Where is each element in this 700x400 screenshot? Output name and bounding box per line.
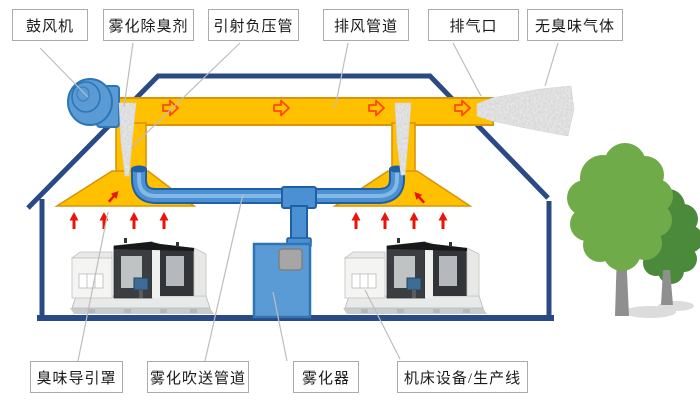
up-arrow-icon xyxy=(129,212,139,229)
clean-gas-plume xyxy=(476,85,575,137)
blower xyxy=(67,78,120,128)
label-ejector-pipe: 引射负压管 xyxy=(208,9,299,41)
atomizer-panel xyxy=(278,248,303,271)
label-text: 排气口 xyxy=(449,18,498,35)
cnc-machine-left xyxy=(69,237,215,315)
mist-blow-pipe xyxy=(131,165,405,248)
mist-column-left xyxy=(118,102,137,177)
up-arrow-icon xyxy=(69,212,79,229)
label-text: 鼓风机 xyxy=(25,18,74,35)
up-arrow-icon xyxy=(380,212,390,229)
label-exhaust-outlet: 排气口 xyxy=(428,9,519,41)
label-text: 引射负压管 xyxy=(213,18,294,35)
deodorant-mist xyxy=(118,85,575,177)
cnc-machine-right xyxy=(342,237,488,315)
atomizer-unit xyxy=(252,242,312,319)
label-mist-blow-pipe: 雾化吹送管道 xyxy=(147,361,249,393)
label-blower: 鼓风机 xyxy=(12,9,88,41)
label-text: 无臭味气体 xyxy=(534,18,615,35)
label-text: 雾化吹送管道 xyxy=(149,370,246,387)
up-arrow-icon xyxy=(351,212,361,229)
trees xyxy=(567,143,700,318)
leader-lines xyxy=(39,42,559,362)
label-machine-line: 机床设备/生产线 xyxy=(397,361,528,393)
up-arrow-icon xyxy=(159,212,169,229)
label-exhaust-duct: 排风管道 xyxy=(323,9,409,41)
label-text: 雾化除臭剂 xyxy=(108,18,189,35)
tree-light xyxy=(567,143,676,318)
label-text: 雾化器 xyxy=(301,370,350,387)
label-atomizer: 雾化器 xyxy=(293,361,359,393)
label-odorless-gas: 无臭味气体 xyxy=(527,9,623,41)
label-text: 机床设备/生产线 xyxy=(403,370,522,387)
label-odor-guide-hood: 臭味导引罩 xyxy=(30,361,123,393)
mist-column-right xyxy=(394,102,412,176)
up-arrow-icon xyxy=(409,212,419,229)
up-arrow-icon xyxy=(438,212,448,229)
pipe-tee xyxy=(281,186,317,209)
label-text: 排风管道 xyxy=(333,18,398,35)
label-atomized-deodorant: 雾化除臭剂 xyxy=(103,9,194,41)
label-text: 臭味导引罩 xyxy=(36,370,117,387)
